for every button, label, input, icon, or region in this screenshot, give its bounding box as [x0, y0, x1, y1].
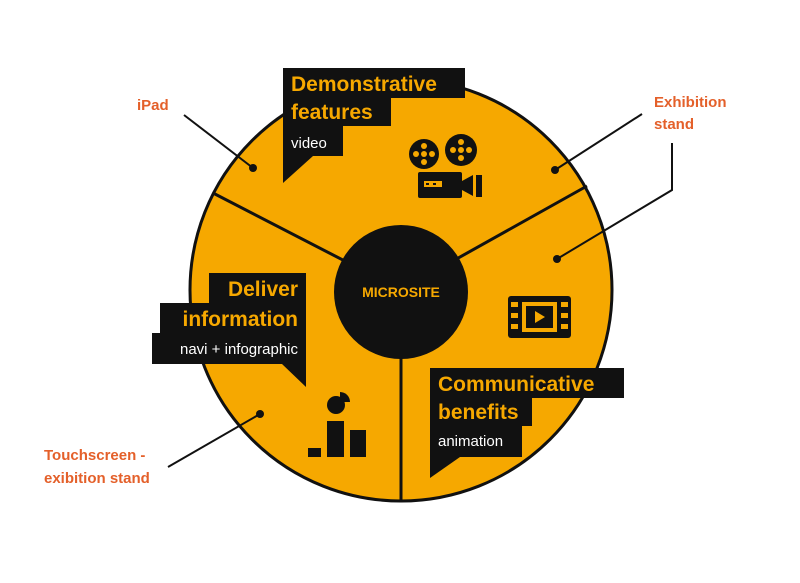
label-touchscreen-line2: exibition stand [44, 470, 150, 487]
callout-demonstrative-sub: video [291, 135, 327, 152]
callout-communicative-title-2: benefits [438, 401, 519, 424]
connector-dot-touchscreen [256, 410, 264, 418]
callout-demonstrative-title-2: features [291, 101, 373, 124]
film-projector-icon [409, 134, 482, 198]
film-strip-icon [508, 296, 571, 338]
callout-communicative-title-1: Communicative [438, 373, 594, 396]
connector-dot-ipad [249, 164, 257, 172]
infographic-chart-icon [308, 392, 366, 457]
connector-exhibition-stand [556, 143, 673, 260]
callout-demonstrative: Demonstrative features video [283, 68, 465, 183]
connector-dot-exhibition-stand [553, 255, 561, 263]
label-ipad: iPad [137, 97, 169, 114]
callout-demonstrative-title-1: Demonstrative [291, 73, 437, 96]
callout-deliver: Deliver information navi + infographic [152, 273, 306, 387]
center-label: MICROSITE [362, 284, 440, 300]
label-exhibition-line1: Exhibition [654, 94, 727, 111]
connector-touchscreen [167, 413, 261, 468]
connector-exhibition-top [554, 113, 643, 171]
connector-dot-exhibition-top [551, 166, 559, 174]
callout-communicative-sub: animation [438, 433, 503, 450]
connector-ipad [183, 114, 254, 169]
label-exhibition-line2: stand [654, 116, 694, 133]
callout-deliver-title-2: information [183, 308, 299, 331]
label-touchscreen-line1: Touchscreen - [44, 447, 145, 464]
callout-communicative: Communicative benefits animation [430, 368, 624, 478]
callout-deliver-sub: navi + infographic [180, 341, 298, 358]
callout-deliver-title-1: Deliver [228, 278, 298, 301]
center-circle [334, 225, 468, 359]
